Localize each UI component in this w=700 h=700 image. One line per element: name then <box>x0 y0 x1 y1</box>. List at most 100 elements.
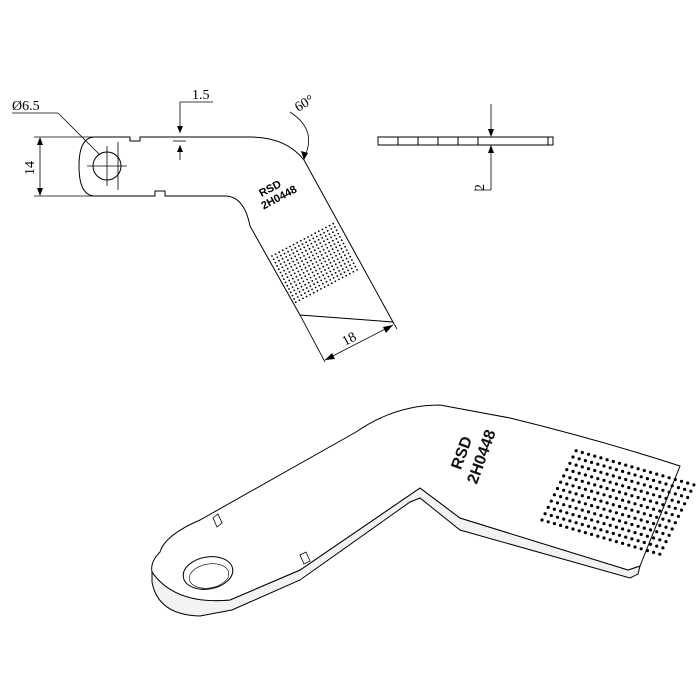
texture-dot <box>349 264 351 267</box>
texture-dot <box>278 259 280 262</box>
texture-dot <box>652 522 656 526</box>
dim-thickness-text: 2 <box>473 184 488 191</box>
texture-dot <box>624 477 628 482</box>
texture-dot <box>329 270 332 273</box>
texture-dot <box>318 284 321 287</box>
texture-dot <box>667 519 671 523</box>
texture-dot <box>673 521 677 525</box>
texture-dot <box>552 522 557 526</box>
dim-hole-diameter-text: Ø6.5 <box>12 99 40 114</box>
texture-dot <box>349 255 352 258</box>
texture-dot <box>559 495 563 499</box>
texture-dot <box>312 254 314 257</box>
texture-dot <box>274 261 277 264</box>
texture-dot <box>331 273 333 276</box>
texture-dot <box>303 238 306 240</box>
texture-dot <box>292 269 294 271</box>
texture-dot <box>583 502 588 506</box>
texture-dot <box>327 284 330 286</box>
texture-dot <box>593 512 597 516</box>
texture-dot <box>350 267 353 270</box>
texture-dot <box>636 481 640 485</box>
texture-dot <box>352 270 355 273</box>
texture-dot <box>571 469 575 473</box>
texture-dot <box>295 292 297 295</box>
texture-dot <box>555 515 560 519</box>
texture-dot <box>630 479 634 483</box>
texture-dot <box>574 463 578 467</box>
texture-dot <box>605 472 609 476</box>
texture-dot <box>673 506 677 510</box>
texture-dot <box>596 534 600 538</box>
texture-dot <box>304 258 307 261</box>
texture-dot <box>316 281 319 284</box>
texture-dot <box>633 516 637 520</box>
texture-dot <box>670 527 674 531</box>
texture-dot <box>344 254 346 257</box>
texture-dot <box>295 267 298 270</box>
texture-dot <box>309 285 312 287</box>
texture-dot <box>580 465 584 469</box>
side-view-body <box>377 136 554 146</box>
texture-dot <box>583 459 588 463</box>
texture-dot <box>313 283 315 286</box>
texture-dot <box>333 251 336 254</box>
texture-dot <box>315 261 318 263</box>
texture-dot <box>321 237 324 239</box>
texture-dot <box>574 449 578 453</box>
texture-dot <box>307 236 309 238</box>
texture-dot <box>319 259 321 261</box>
texture-dot <box>611 474 615 478</box>
texture-dot <box>312 291 315 294</box>
texture-dot <box>577 529 581 533</box>
texture-dot <box>614 482 619 486</box>
texture-dot <box>580 508 584 512</box>
texture-dot <box>664 496 668 500</box>
texture-dot <box>605 486 609 491</box>
texture-dot <box>340 264 342 267</box>
texture-dot <box>571 498 575 502</box>
texture-dot <box>627 514 631 519</box>
texture-dot <box>586 510 591 514</box>
texture-dot <box>683 502 687 506</box>
texture-dot <box>673 492 677 496</box>
texture-dot <box>314 240 316 243</box>
texture-dot <box>586 524 591 528</box>
texture-dot <box>315 244 318 246</box>
texture-dot <box>577 471 581 475</box>
texture-dot <box>337 232 340 235</box>
texture-dot <box>298 245 300 247</box>
texture-dot <box>583 487 588 491</box>
texture-dot <box>329 279 331 281</box>
texture-dot <box>322 248 325 251</box>
texture-dot <box>661 517 665 521</box>
texture-dot <box>331 248 334 251</box>
texture-dot <box>593 483 597 487</box>
texture-dot <box>298 290 301 293</box>
texture-dot <box>285 264 287 267</box>
texture-dot <box>335 237 338 240</box>
texture-dot <box>580 450 584 455</box>
texture-dot <box>288 288 290 290</box>
texture-dot <box>664 511 668 515</box>
texture-dot <box>661 474 665 478</box>
texture-dot <box>337 241 339 244</box>
texture-dot <box>343 271 346 274</box>
texture-dot <box>297 279 299 281</box>
texture-dot <box>658 509 662 513</box>
texture-dot <box>318 276 321 278</box>
texture-dot <box>549 513 553 518</box>
texture-dot <box>543 512 547 516</box>
texture-dot <box>342 259 344 262</box>
texture-dot <box>328 241 331 244</box>
texture-dot <box>552 493 557 497</box>
texture-dot <box>316 235 318 238</box>
texture-dot <box>308 264 310 267</box>
texture-dot <box>627 500 631 504</box>
texture-dot <box>315 252 318 255</box>
texture-dot <box>636 539 640 543</box>
texture-dot <box>310 242 313 245</box>
texture-dot <box>272 258 275 261</box>
texture-dot <box>340 247 343 250</box>
texture-dot <box>608 538 612 542</box>
